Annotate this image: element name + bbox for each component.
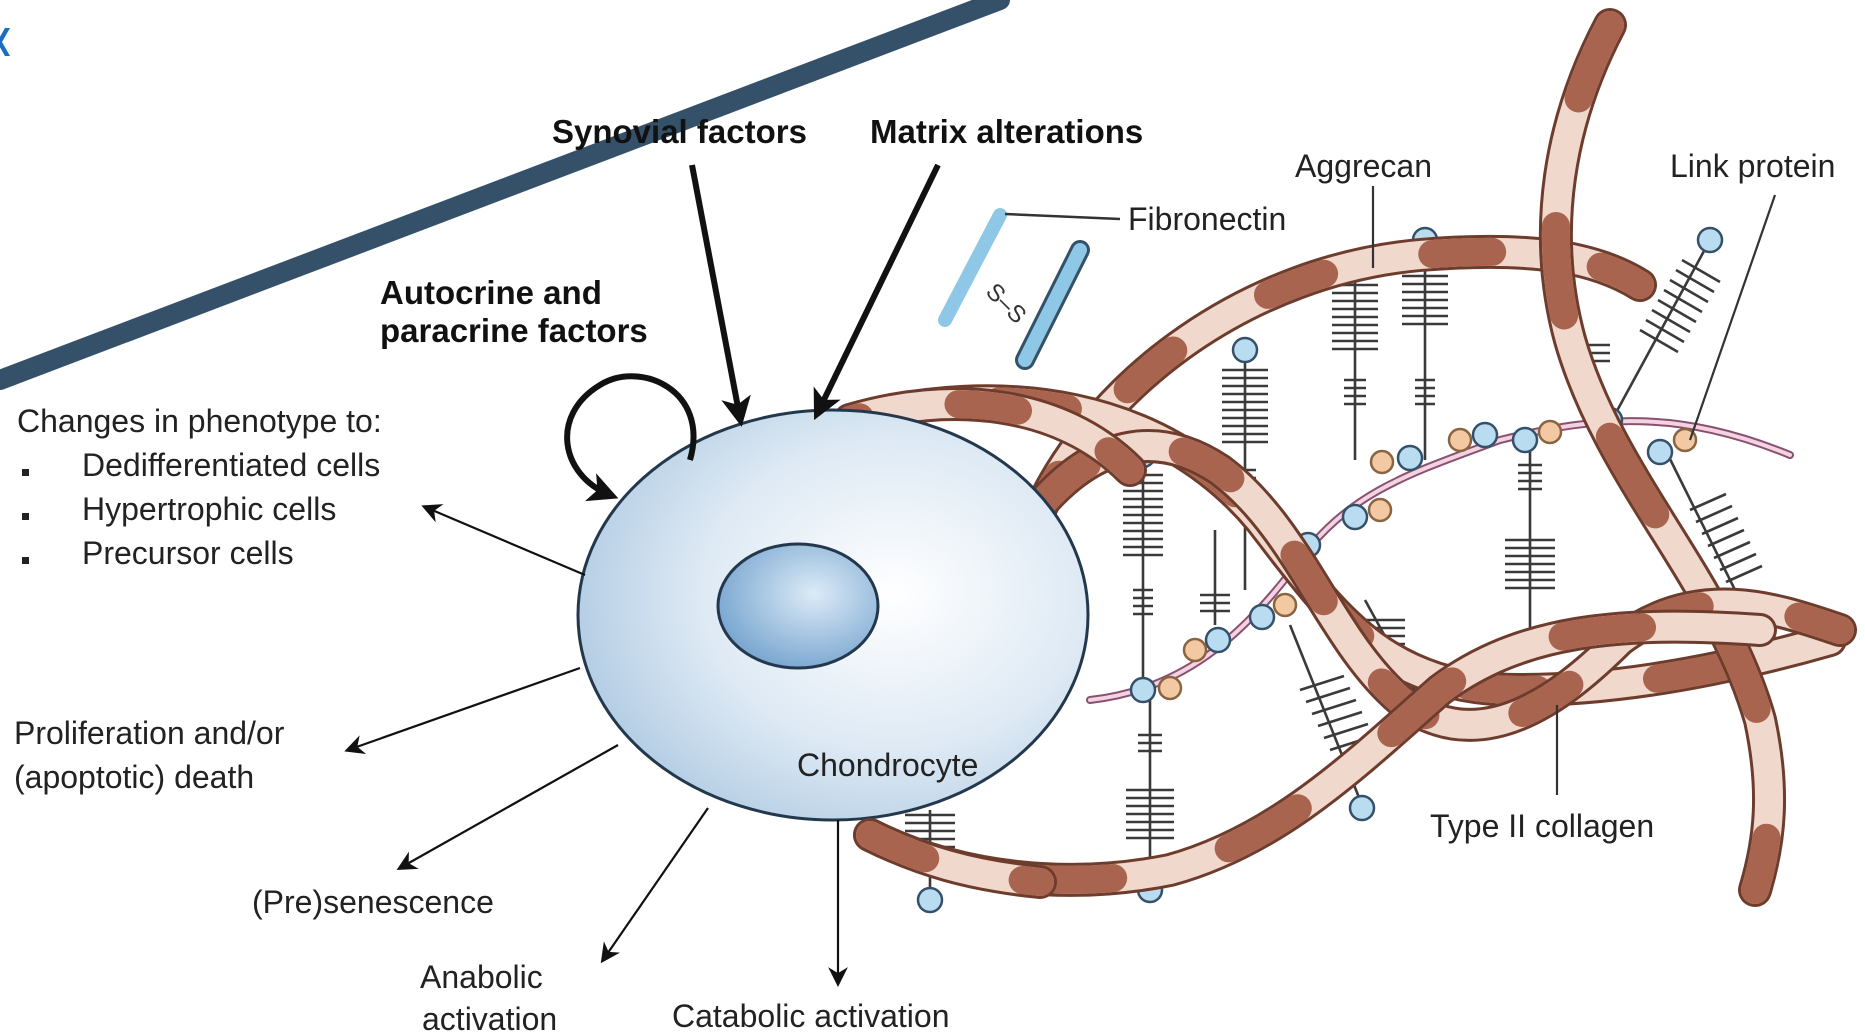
synovial-arrow bbox=[692, 165, 740, 418]
chondrocyte-label: Chondrocyte bbox=[797, 747, 978, 783]
anabolic-label-line2: activation bbox=[422, 1001, 557, 1034]
nucleus bbox=[718, 544, 878, 668]
bullet-icon bbox=[22, 557, 29, 564]
phenotype-item: Precursor cells bbox=[82, 535, 294, 571]
phenotype-item: Hypertrophic cells bbox=[82, 491, 336, 527]
bullet-icon bbox=[22, 513, 29, 520]
autocrine-label-line2: paracrine factors bbox=[380, 312, 648, 349]
presenescence-arrow bbox=[400, 745, 618, 868]
fibronectin-label: Fibronectin bbox=[1128, 201, 1286, 237]
type-ii-collagen-label: Type II collagen bbox=[1430, 808, 1654, 844]
collagen-fibril-front bbox=[870, 835, 1040, 882]
anabolic-arrow bbox=[603, 808, 708, 960]
catabolic-label: Catabolic activation bbox=[672, 998, 949, 1034]
matrix-alterations-label: Matrix alterations bbox=[870, 113, 1143, 150]
autocrine-label-line1: Autocrine and bbox=[380, 274, 602, 311]
disulfide-label: S–S bbox=[980, 278, 1031, 329]
phenotype-heading: Changes in phenotype to: bbox=[17, 403, 382, 439]
phenotype-list: Dedifferentiated cells Hypertrophic cell… bbox=[22, 447, 380, 571]
aggrecan-label: Aggrecan bbox=[1295, 148, 1432, 184]
link-protein-label: Link protein bbox=[1670, 148, 1835, 184]
matrix-arrow bbox=[818, 165, 938, 412]
bullet-icon bbox=[22, 469, 29, 476]
phenotype-item: Dedifferentiated cells bbox=[82, 447, 380, 483]
proliferation-label-line2: (apoptotic) death bbox=[14, 759, 254, 795]
phenotype-arrow bbox=[425, 507, 585, 575]
corner-arrow-icon bbox=[0, 28, 10, 56]
proliferation-label-line1: Proliferation and/or bbox=[14, 715, 285, 751]
proliferation-arrow bbox=[348, 668, 580, 750]
anabolic-label-line1: Anabolic bbox=[420, 959, 543, 995]
presenescence-label: (Pre)senescence bbox=[252, 884, 494, 920]
synovial-factors-label: Synovial factors bbox=[552, 113, 807, 150]
